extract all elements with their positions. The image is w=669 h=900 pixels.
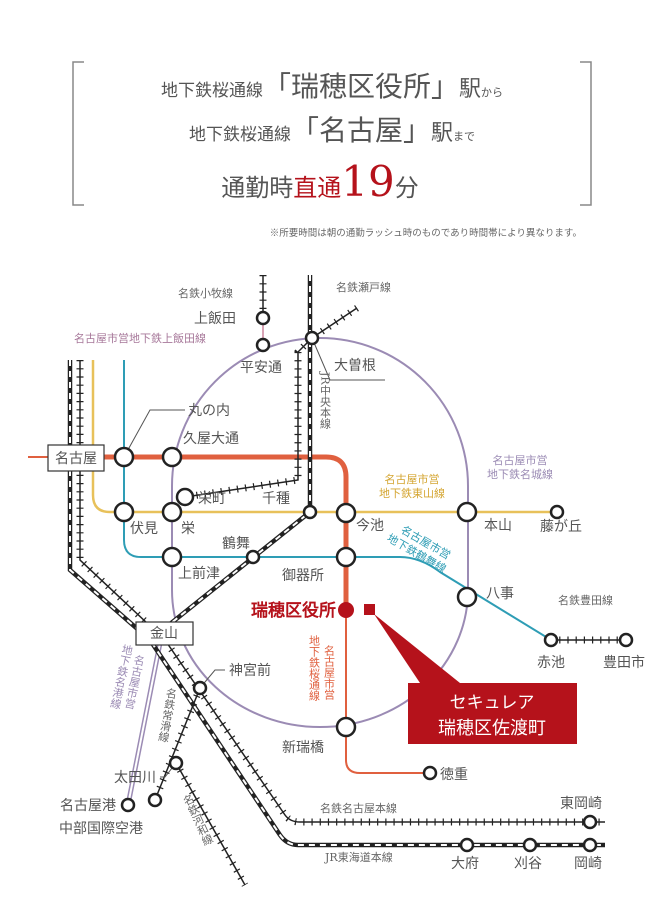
label-meijo-line-2: 地下鉄名城線 <box>487 467 553 481</box>
label-sakae: 栄 <box>181 521 195 537</box>
label-gokisho: 御器所 <box>282 568 324 584</box>
label-higashiyama-line-1: 名古屋市営 <box>385 472 440 486</box>
tsurumai-line <box>123 360 552 641</box>
property-callout <box>408 683 577 744</box>
station-otagawa <box>168 755 184 771</box>
label-yagoto: 八事 <box>486 586 514 602</box>
station-kanayama-label: 金山 <box>150 626 178 642</box>
label-tokoname-line: 名鉄常滑線 <box>156 686 179 744</box>
label-hisaya-odori: 久屋大通 <box>183 431 239 447</box>
label-ozone: 大曽根 <box>334 358 376 374</box>
label-otagawa: 太田川 <box>114 770 156 786</box>
station-gokisho <box>335 546 357 568</box>
label-chubu-airport: 中部国際空港 <box>59 821 143 837</box>
station-chikusa <box>302 504 318 520</box>
headline-line2: 地下鉄桜通線「名古屋」駅まで <box>189 114 475 147</box>
left-bracket <box>72 61 84 206</box>
station-tsurumai <box>245 549 261 565</box>
station-chubu-airport <box>147 792 163 808</box>
label-seto-line: 名鉄瀬戸線 <box>336 280 391 294</box>
label-tokushige: 徳重 <box>440 767 468 783</box>
station-ozone <box>304 330 320 346</box>
label-obu: 大府 <box>451 856 479 872</box>
station-motoyama <box>456 501 478 523</box>
station-hisaya-odori <box>161 446 183 468</box>
label-akaike: 赤池 <box>537 655 565 671</box>
station-kanayama-box <box>135 621 194 646</box>
sakuradori-line <box>82 454 349 610</box>
label-sakuradori-line-1: 名古屋市営 <box>323 644 336 701</box>
footnote: ※所要時間は朝の通勤ラッシュ時のものであり時間帯により異なります。 <box>270 227 582 239</box>
label-fujigaoka: 藤が丘 <box>540 519 582 535</box>
label-sakuradori-line-2: 地下鉄桜通線 <box>308 635 321 701</box>
station-nagoya-box <box>47 444 105 472</box>
right-bracket <box>580 61 592 206</box>
label-nagoyako: 名古屋港 <box>60 798 116 814</box>
label-kamimaezu: 上前津 <box>178 565 220 582</box>
property-marker <box>364 604 375 615</box>
station-toyotashi <box>618 632 634 648</box>
label-meitetsu-main-line: 名鉄名古屋本線 <box>320 801 397 815</box>
meijo-line <box>171 337 469 728</box>
station-heian-dori <box>255 337 271 353</box>
label-tokaido-line: JR東海道本線 <box>324 850 393 864</box>
station-mizuho-kuyakusho <box>338 602 354 618</box>
label-kamiiida-line: 名古屋市営地下鉄上飯田線 <box>74 331 206 345</box>
label-shinmizuhashi: 新瑞橋 <box>282 740 324 756</box>
label-motoyama: 本山 <box>484 518 512 534</box>
label-sakaemachi: 栄町 <box>198 491 226 507</box>
callout-line1: セキュレア <box>450 693 535 713</box>
station-tokushige <box>422 765 438 781</box>
label-meijo-line-1: 名古屋市営 <box>493 453 548 467</box>
label-heian-dori: 平安通 <box>240 360 282 376</box>
label-okazaki: 岡崎 <box>574 856 602 872</box>
callout-pointer <box>374 614 460 683</box>
station-kamiiida <box>255 310 271 326</box>
station-kariya <box>522 837 538 853</box>
station-akaike <box>543 632 559 648</box>
label-kariya: 刈谷 <box>514 856 542 872</box>
station-kamimaezu <box>161 546 183 568</box>
station-shinmizuhashi <box>335 716 357 738</box>
station-obu <box>459 837 475 853</box>
label-toyotashi: 豊田市 <box>603 654 645 671</box>
station-marunouchi <box>113 446 135 468</box>
label-chuo-line: JR中央本線 <box>319 371 332 429</box>
label-mizuho-kuyakusho: 瑞穂区役所 <box>251 600 336 621</box>
sakuradori-line-south <box>345 610 430 774</box>
headline-line3: 通勤時直通19分 <box>221 157 418 206</box>
station-yagoto <box>456 586 478 608</box>
label-jingumae: 神宮前 <box>229 662 271 679</box>
label-fushimi: 伏見 <box>130 521 158 537</box>
callout-line2: 瑞穂区佐渡町 <box>438 718 546 739</box>
label-imaike: 今池 <box>356 518 384 534</box>
label-kamiiida: 上飯田 <box>194 310 236 327</box>
label-higashiyama-line-2: 地下鉄東山線 <box>379 486 445 500</box>
label-marunouchi: 丸の内 <box>188 403 230 419</box>
label-toyota-line: 名鉄豊田線 <box>558 593 613 607</box>
station-okazaki <box>582 837 598 853</box>
headline-line1: 地下鉄桜通線「瑞穂区役所」駅から <box>161 70 503 103</box>
label-tsurumai: 鶴舞 <box>222 535 250 552</box>
label-komaki-line: 名鉄小牧線 <box>178 286 233 300</box>
station-nagoyako <box>120 797 136 813</box>
station-sakaemachi <box>175 487 195 507</box>
station-imaike <box>335 502 357 524</box>
label-higashi-okazaki: 東岡崎 <box>560 796 602 812</box>
station-jingumae <box>192 680 208 696</box>
station-nagoya-label: 名古屋 <box>55 451 97 467</box>
higashiyama-line <box>91 360 557 514</box>
station-fushimi <box>113 501 135 523</box>
station-sakae <box>161 501 183 523</box>
station-fujigaoka <box>549 504 565 520</box>
label-chikusa: 千種 <box>262 491 290 507</box>
station-higashi-okazaki <box>582 814 598 830</box>
meitetsu-lines <box>76 275 626 887</box>
